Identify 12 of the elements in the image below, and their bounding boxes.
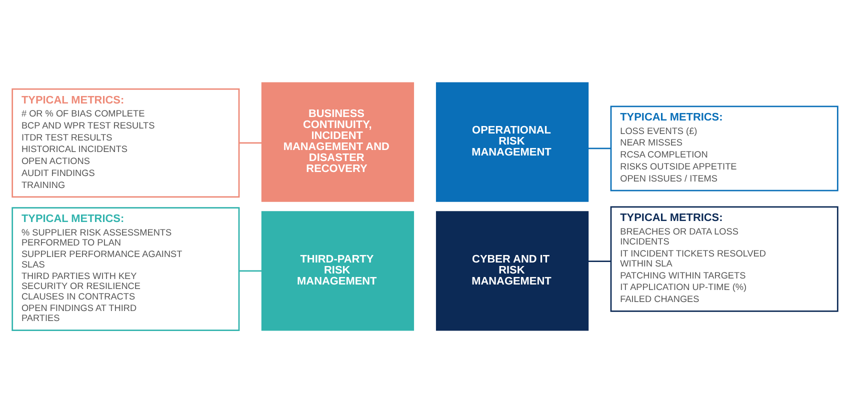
node-box: BUSINESS CONTINUITY, INCIDENT MANAGEMENT AND DISASTER RECOVERY bbox=[261, 82, 414, 202]
connector bbox=[588, 148, 611, 150]
node-box: CYBER AND IT RISK MANAGEMENT bbox=[436, 211, 589, 331]
node-box: TYPICAL METRICS: # OR % OF BIAS COMPLETE BCP AND WPR TEST RESULTS ITDR TEST RESULTS HISTORICAL INCIDENTS OPEN ACTIONS AUDIT FINDINGS TRAINING bbox=[12, 88, 240, 198]
connector bbox=[239, 142, 262, 144]
node-box: THIRD-PARTY RISK MANAGEMENT bbox=[261, 211, 414, 331]
node-box: TYPICAL METRICS: BREACHES OR DATA LOSS INCIDENTS IT INCIDENT TICKETS RESOLVED WITHIN SLA PATCHING WITHIN TARGETS IT APPLICATION UP-TIME (%) FAILED CHANGES bbox=[610, 206, 838, 312]
node-box: TYPICAL METRICS: LOSS EVENTS (£) NEAR MISSES RCSA COMPLETION RISKS OUTSIDE APPETITE OPEN ISSUES / ITEMS bbox=[610, 106, 838, 192]
node-box: OPERATIONAL RISK MANAGEMENT bbox=[436, 82, 589, 202]
node-box: TYPICAL METRICS: % SUPPLIER RISK ASSESSMENTS PERFORMED TO PLAN SUPPLIER PERFORMANCE AGAINST SLAS THIRD PARTIES WITH KEY SECURITY OR RESILIENCE CLAUSES IN CONTRACTS OPEN FINDINGS AT THIRD PARTIES bbox=[12, 207, 240, 332]
connector bbox=[239, 270, 262, 272]
connector bbox=[588, 260, 611, 262]
